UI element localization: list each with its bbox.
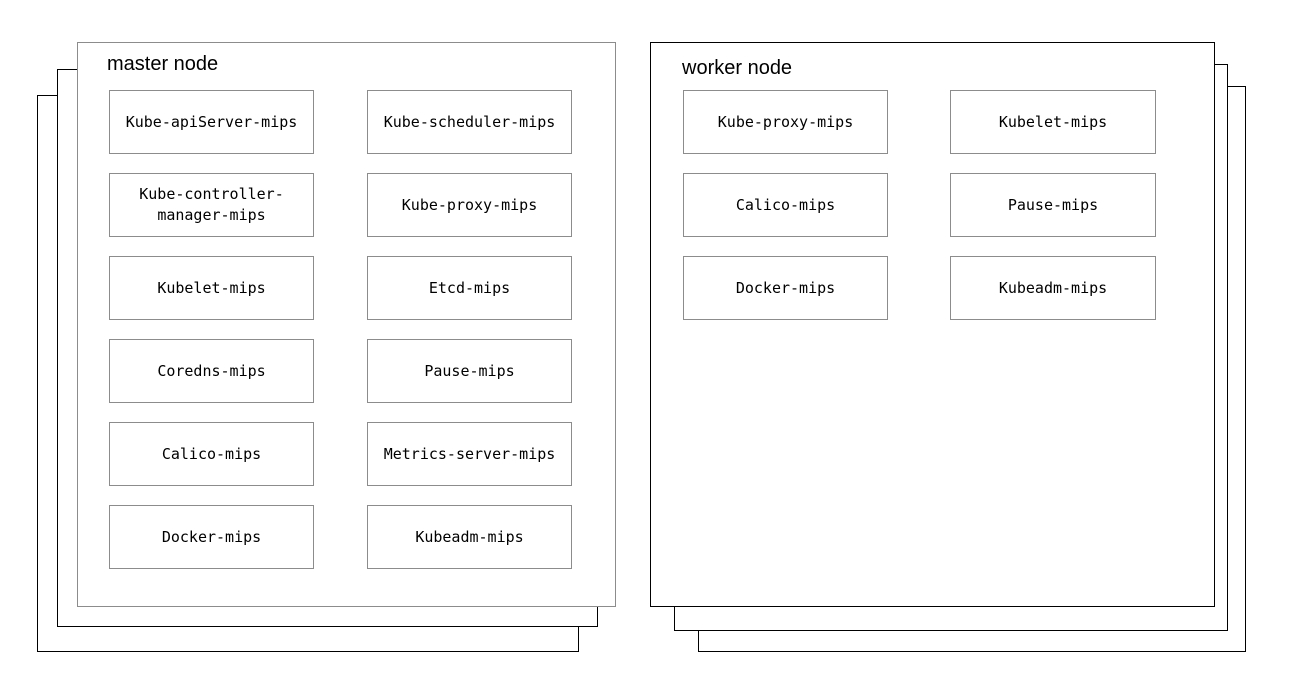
master-node-title: master node [107,53,219,75]
worker-component-calico[interactable]: Calico-mips [683,173,888,237]
master-component-kubelet[interactable]: Kubelet-mips [109,256,314,320]
component-label: Pause-mips [424,361,515,380]
component-label: Etcd-mips [428,278,511,297]
master-node-panel[interactable]: master node Kube-apiServer-mips Kube-con… [77,42,616,607]
component-label: Docker-mips [735,278,836,297]
master-component-docker[interactable]: Docker-mips [109,505,314,569]
worker-component-kube-proxy[interactable]: Kube-proxy-mips [683,90,888,154]
component-label: Docker-mips [161,527,262,546]
worker-component-pause[interactable]: Pause-mips [950,173,1156,237]
worker-component-docker[interactable]: Docker-mips [683,256,888,320]
master-component-kube-proxy[interactable]: Kube-proxy-mips [367,173,572,237]
worker-node-title: worker node [682,57,793,79]
component-label: Kube-controller-manager-mips [139,185,284,224]
component-label: Pause-mips [1007,195,1099,214]
master-component-kubeadm[interactable]: Kubeadm-mips [367,505,572,569]
component-label: Calico-mips [735,195,836,214]
component-label: Kube-proxy-mips [717,112,854,131]
component-label: Kube-scheduler-mips [383,112,556,131]
master-component-kube-apiserver[interactable]: Kube-apiServer-mips [109,90,314,154]
master-component-coredns[interactable]: Coredns-mips [109,339,314,403]
component-label: Metrics-server-mips [383,444,556,463]
worker-component-kubeadm[interactable]: Kubeadm-mips [950,256,1156,320]
master-component-kube-controller-manager[interactable]: Kube-controller-manager-mips [109,173,314,237]
component-label: Kubeadm-mips [415,527,524,546]
worker-node-panel[interactable]: worker node Kube-proxy-mips Calico-mips … [650,42,1215,607]
worker-component-kubelet[interactable]: Kubelet-mips [950,90,1156,154]
component-label: Kube-proxy-mips [401,195,538,214]
component-label: Kube-apiServer-mips [125,112,298,131]
component-label: Calico-mips [161,444,262,463]
master-component-pause[interactable]: Pause-mips [367,339,572,403]
master-component-kube-scheduler[interactable]: Kube-scheduler-mips [367,90,572,154]
master-component-metrics-server[interactable]: Metrics-server-mips [367,422,572,486]
component-label: Kubeadm-mips [998,278,1108,297]
component-label: Coredns-mips [157,361,266,380]
component-label: Kubelet-mips [157,278,266,297]
component-label: Kubelet-mips [998,112,1108,131]
master-component-etcd[interactable]: Etcd-mips [367,256,572,320]
master-component-calico[interactable]: Calico-mips [109,422,314,486]
